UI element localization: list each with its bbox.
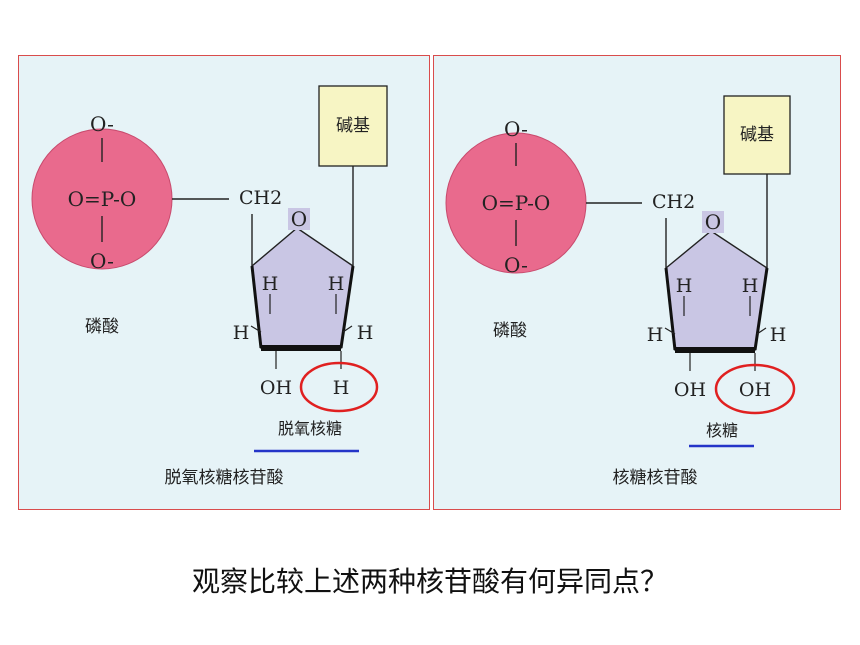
deoxyribonucleotide-panel: O- O=P-O O- 磷酸 CH2 碱基 O H H H H OH H: [18, 55, 430, 510]
sugar-label: 脱氧核糖: [278, 419, 342, 438]
phosphate-top-o: O-: [504, 117, 528, 141]
h-side-left: H: [647, 324, 664, 346]
ch2-label: CH2: [652, 191, 695, 213]
c3-group: OH: [260, 377, 292, 399]
phosphate-top-o: O-: [90, 112, 114, 136]
h-side-left: H: [233, 322, 250, 344]
ring-oxygen: O: [705, 210, 721, 234]
ring-oxygen: O: [291, 207, 307, 231]
phosphate-middle: O=P-O: [68, 187, 137, 211]
h-side-right: H: [770, 324, 787, 346]
phosphate-bottom-o: O-: [90, 249, 114, 273]
phosphate-label: 磷酸: [85, 317, 119, 337]
h-top-right: H: [328, 273, 345, 295]
phosphate-middle: O=P-O: [482, 191, 551, 215]
deoxyribonucleotide-diagram: O- O=P-O O- 磷酸 CH2 碱基 O H H H H OH H: [31, 85, 388, 488]
h-top-left: H: [262, 273, 279, 295]
base-box: [723, 95, 791, 175]
nucleotide-title: 脱氧核糖核苷酸: [165, 468, 284, 488]
ribonucleotide-diagram: O- O=P-O O- 磷酸 CH2 碱基 O H H H H OH OH 核糖: [445, 95, 796, 488]
nucleotide-title: 核糖核苷酸: [613, 468, 698, 488]
sugar-label: 核糖: [706, 421, 738, 440]
h-top-right: H: [742, 275, 759, 297]
h-top-left: H: [676, 275, 693, 297]
c2-group: OH: [739, 379, 771, 401]
question-text: 观察比较上述两种核苷酸有何异同点？: [191, 565, 668, 598]
base-label: 碱基: [336, 116, 370, 136]
c3-group: OH: [674, 379, 706, 401]
h-side-right: H: [357, 322, 374, 344]
c2-highlight-circle: [714, 363, 796, 415]
ribonucleotide-panel: O- O=P-O O- 磷酸 CH2 碱基 O H H H H OH OH 核糖: [433, 55, 841, 510]
base-label: 碱基: [740, 125, 774, 145]
c2-group: H: [333, 377, 350, 399]
c2-highlight-circle: [299, 361, 379, 413]
phosphate-label: 磷酸: [493, 321, 527, 341]
ch2-label: CH2: [239, 187, 282, 209]
phosphate-bottom-o: O-: [504, 253, 528, 277]
